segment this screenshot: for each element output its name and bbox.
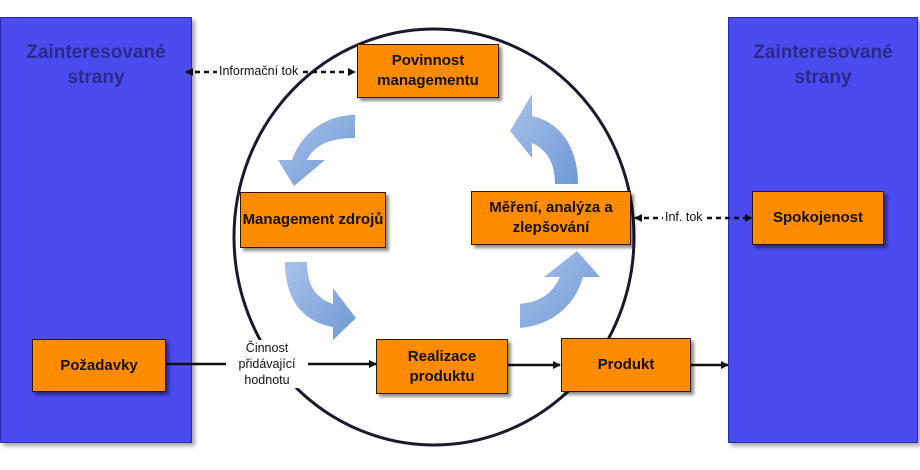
- cycle-arrow-bottom-right: [520, 251, 600, 328]
- product-realization-box: Realizace produktu: [376, 339, 508, 394]
- process-circle: [232, 27, 636, 447]
- stakeholders-left-title: Zainteresované strany: [26, 42, 166, 88]
- satisfaction-box: Spokojenost: [752, 191, 884, 245]
- resource-management-box: Management zdrojů: [240, 192, 386, 248]
- cycle-arrow-top-right: [510, 94, 578, 184]
- management-responsibility-box: Povinnost managementu: [357, 44, 499, 98]
- cycle-arrow-top-left: [278, 115, 355, 186]
- value-adding-activity-label: Činnost přidávající hodnotu: [226, 340, 308, 388]
- measurement-analysis-box: Měření, analýza a zlepšování: [471, 191, 631, 245]
- stakeholders-right-title: Zainteresované strany: [753, 42, 893, 88]
- cycle-arrow-bottom-left: [285, 262, 356, 340]
- information-flow-label: Informační tok: [217, 64, 301, 79]
- product-box: Produkt: [561, 338, 691, 392]
- inf-flow-short-label: Inf. tok: [663, 210, 705, 225]
- requirements-box: Požadavky: [32, 339, 166, 392]
